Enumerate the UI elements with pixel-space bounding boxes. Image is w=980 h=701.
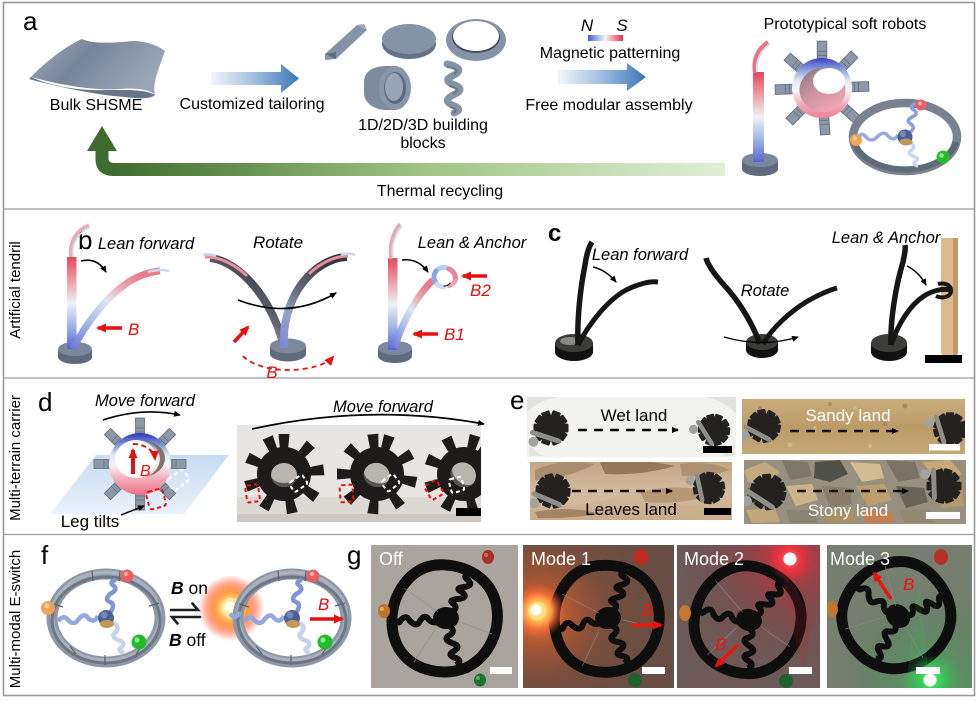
svg-text:Rotate: Rotate	[741, 282, 790, 300]
svg-text:Thermal recycling: Thermal recycling	[377, 183, 503, 200]
svg-text:Multi-modal E-switch: Multi-modal E-switch	[7, 550, 24, 688]
svg-text:Lean forward: Lean forward	[592, 246, 689, 264]
svg-text:c: c	[548, 220, 561, 247]
svg-text:B: B	[715, 635, 726, 654]
svg-text:Lean & Anchor: Lean & Anchor	[418, 234, 528, 252]
svg-text:f: f	[41, 540, 49, 570]
svg-text:a: a	[23, 6, 38, 36]
svg-text:Off: Off	[379, 549, 404, 569]
svg-text:B off: B off	[169, 630, 206, 650]
svg-text:Rotate: Rotate	[253, 233, 303, 252]
svg-text:Lean & Anchor: Lean & Anchor	[832, 229, 942, 247]
svg-text:B2: B2	[470, 281, 491, 300]
svg-text:Mode 3: Mode 3	[830, 549, 890, 569]
svg-text:Wet land: Wet land	[601, 406, 668, 425]
svg-text:B: B	[642, 601, 653, 620]
svg-text:Move forward: Move forward	[95, 392, 196, 410]
svg-text:Stony land: Stony land	[808, 501, 888, 520]
svg-text:Free modular assembly: Free modular assembly	[525, 97, 692, 114]
svg-text:B: B	[266, 363, 277, 382]
svg-text:Leaves land: Leaves land	[585, 500, 677, 519]
svg-text:Lean forward: Lean forward	[98, 235, 195, 253]
svg-text:1D/2D/3D building: 1D/2D/3D building	[358, 117, 488, 134]
svg-text:B1: B1	[444, 325, 465, 344]
svg-text:B: B	[140, 463, 151, 480]
svg-text:Mode 2: Mode 2	[684, 549, 744, 569]
svg-text:blocks: blocks	[400, 135, 445, 152]
svg-text:Multi-terrain carrier: Multi-terrain carrier	[7, 395, 24, 521]
svg-text:Move forward: Move forward	[333, 398, 434, 416]
svg-text:e: e	[510, 385, 524, 415]
svg-text:Prototypical soft robots: Prototypical soft robots	[764, 16, 927, 33]
svg-text:Artificial tendril: Artificial tendril	[7, 241, 24, 339]
svg-text:d: d	[38, 387, 52, 417]
svg-text:B: B	[128, 320, 139, 339]
svg-text:Mode 1: Mode 1	[531, 549, 591, 569]
svg-text:N: N	[581, 16, 594, 35]
svg-text:Bulk SHSME: Bulk SHSME	[50, 97, 142, 114]
svg-text:B: B	[903, 575, 914, 594]
svg-text:Customized tailoring: Customized tailoring	[180, 96, 325, 113]
svg-text:Magnetic patterning: Magnetic patterning	[540, 45, 681, 62]
svg-text:Leg tilts: Leg tilts	[61, 512, 120, 531]
svg-text:B: B	[318, 595, 329, 614]
svg-text:S: S	[616, 16, 628, 35]
svg-text:B on: B on	[171, 578, 208, 598]
svg-text:g: g	[347, 540, 361, 570]
svg-text:Sandy land: Sandy land	[805, 406, 890, 425]
